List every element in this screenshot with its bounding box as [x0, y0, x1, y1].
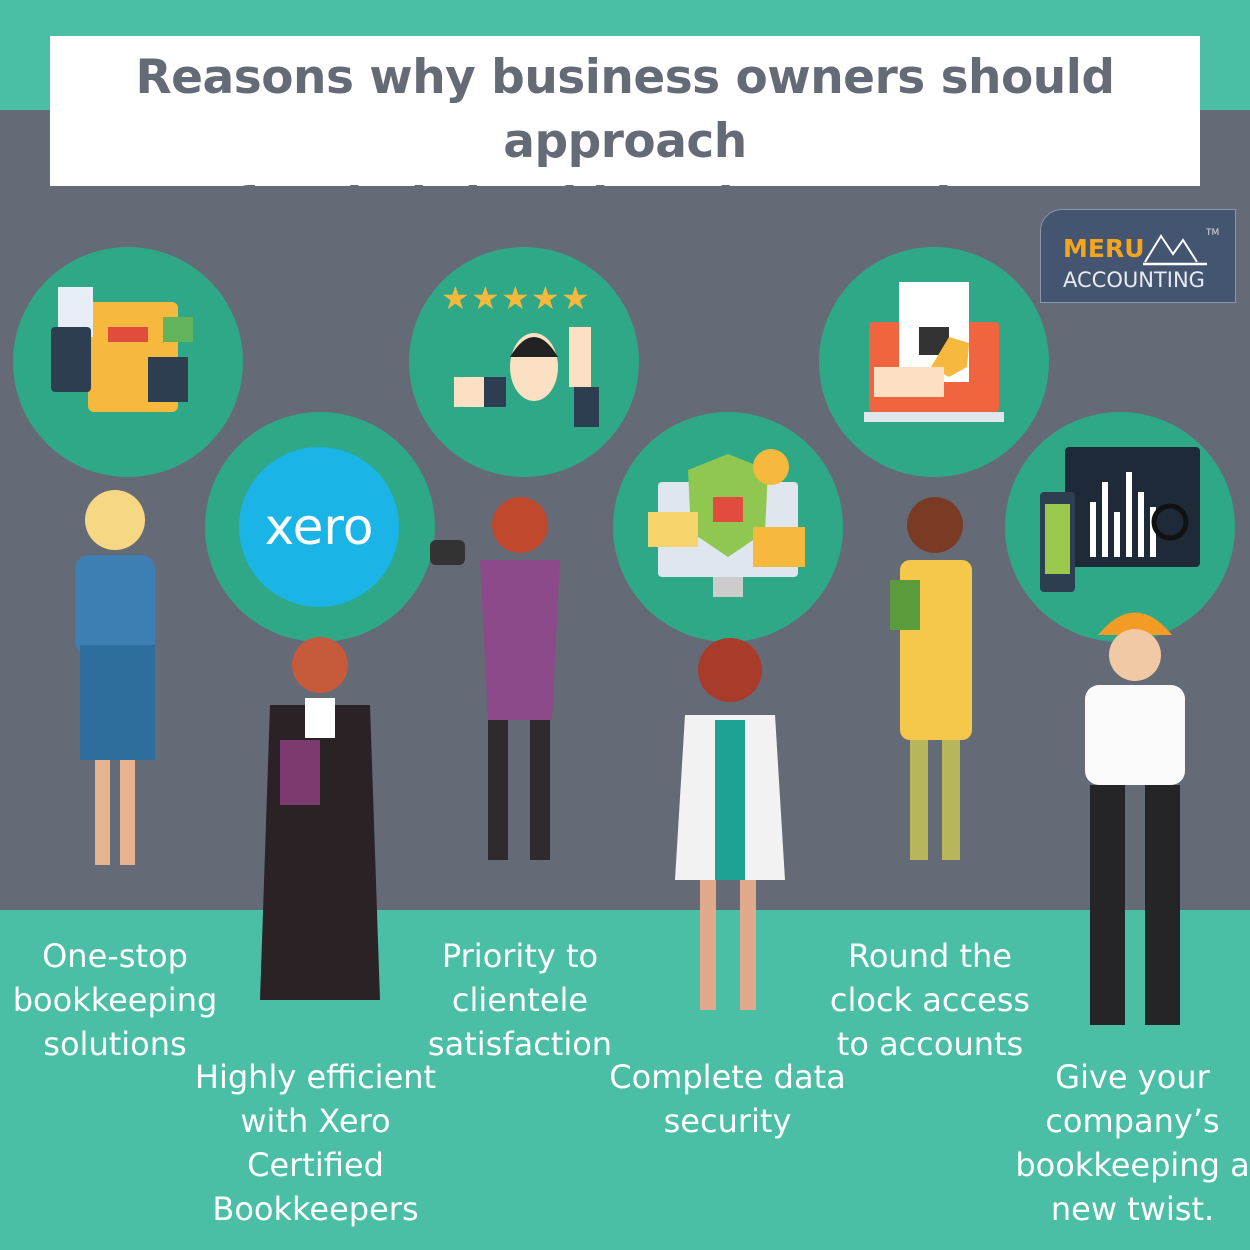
circle-rating: ★★★★★: [409, 247, 639, 477]
title-line-1: Reasons why business owners should appro…: [135, 50, 1115, 169]
woman-figure-3: [430, 497, 560, 860]
woman-figure-5: [890, 497, 972, 860]
logo-tm: TM: [1206, 228, 1220, 238]
reason-1-caption: One-stop bookkeeping solutions: [12, 937, 218, 1063]
circle-security: [613, 412, 843, 642]
svg-text:★: ★: [501, 279, 530, 317]
circle-analytics: [1005, 412, 1235, 642]
svg-text:★: ★: [471, 279, 500, 317]
woman-figure-1: [75, 490, 155, 865]
page-title: Reasons why business owners should appro…: [50, 36, 1200, 233]
mountain-icon: [1143, 234, 1207, 266]
bottom-band: [0, 910, 1250, 1250]
xero-logo-icon: xero: [239, 447, 399, 607]
circle-xero: xero: [205, 412, 435, 642]
meru-logo: MERU TM ACCOUNTING: [1040, 209, 1236, 303]
reason-5-caption: Round the clock access to accounts: [829, 937, 1031, 1063]
reason-3-caption: Priority to clientele satisfaction: [427, 937, 613, 1063]
reason-6-caption: Give your company’s bookkeeping a new tw…: [1015, 1058, 1250, 1228]
woman-figure-2: [260, 637, 380, 1000]
security-shield-icon: [648, 449, 805, 597]
analytics-dashboard-icon: [1040, 447, 1200, 592]
five-star-rating-icon: ★★★★★: [441, 279, 599, 427]
accounting-tools-icon: [51, 287, 193, 412]
svg-text:★: ★: [561, 279, 590, 317]
svg-text:★: ★: [531, 279, 560, 317]
woman-figure-6: [1085, 612, 1185, 1025]
reason-2-caption: Highly efficient with Xero Certified Boo…: [194, 1058, 437, 1228]
logo-sub: ACCOUNTING: [1063, 268, 1205, 292]
title-line-2: meru for their bookkeeping requirements: [82, 178, 1168, 233]
reason-4-caption: Complete data security: [609, 1058, 846, 1140]
secure-laptop-icon: [864, 282, 1004, 422]
svg-text:★: ★: [441, 279, 470, 317]
woman-figure-4: [675, 638, 785, 1010]
logo-brand: MERU: [1063, 234, 1145, 263]
circle-laptop: [819, 247, 1049, 477]
circle-accounting-tools: [13, 247, 243, 477]
